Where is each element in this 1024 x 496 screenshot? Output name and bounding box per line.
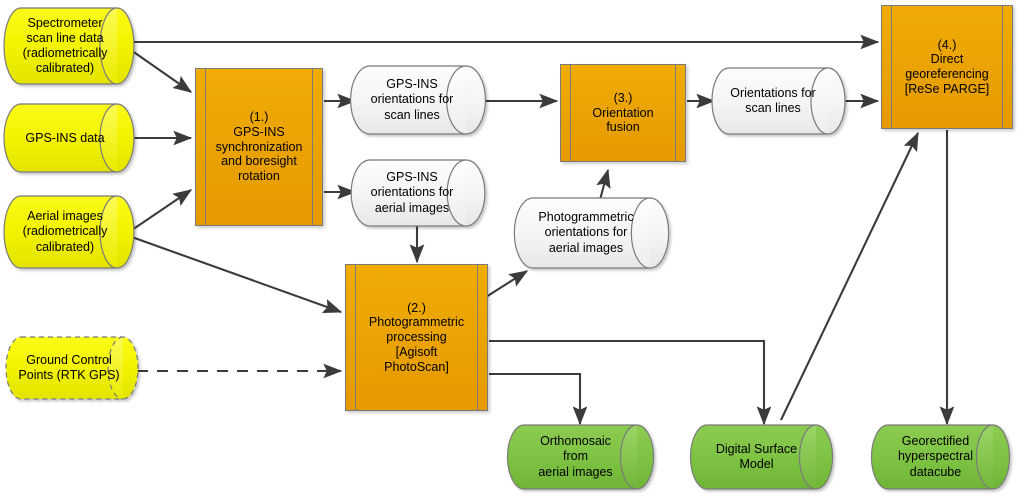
aerial-line-1: Aerial images xyxy=(27,209,103,224)
edge-aerial-to-step1 xyxy=(128,189,193,233)
node-orientations-scanlines[interactable] xyxy=(711,67,846,135)
aerial-line-2: (radiometrically xyxy=(22,224,108,239)
datacube-line-2: hyperspectral xyxy=(897,449,974,464)
label-ground-control-points: Ground Control Points (RTK GPS) xyxy=(14,337,124,399)
photogram-line-2: orientations for xyxy=(544,225,628,240)
step2-line-1: (2.) xyxy=(407,300,426,315)
gpsins-scanlines-line-2: orientations for xyxy=(370,92,454,107)
spectrometer-line-4: calibrated) xyxy=(35,61,95,76)
gpsins-aerial-line-2: orientations for xyxy=(370,185,454,200)
gpsins-scanlines-line-1: GPS-INS xyxy=(386,77,438,92)
edge-step2-to-photogram xyxy=(485,270,529,298)
dsm-line-1: Digital Surface xyxy=(715,441,798,456)
label-orthomosaic: Orthomosaic from aerial images xyxy=(517,425,634,489)
node-step3-orientation-fusion[interactable]: (3.) Orientation fusion xyxy=(560,64,686,162)
step1-line-4: and boresight xyxy=(221,154,297,169)
orthomosaic-line-3: aerial images xyxy=(538,464,613,479)
label-digital-surface-model: Digital Surface Model xyxy=(700,425,813,489)
step4-line-1: (4.) xyxy=(937,37,957,52)
node-orthomosaic[interactable] xyxy=(506,424,655,490)
node-georectified-datacube[interactable] xyxy=(870,424,1011,490)
node-photogrammetric-orientations[interactable] xyxy=(513,197,670,269)
gcp-line-1: Ground Control xyxy=(26,352,112,367)
step3-line-3: fusion xyxy=(606,120,640,135)
orthomosaic-line-1: Orthomosaic xyxy=(540,434,611,449)
label-georectified-datacube: Georectified hyperspectral datacube xyxy=(881,425,990,489)
node-step4-direct-georeferencing[interactable]: (4.) Direct georeferencing [ReSe PARGE] xyxy=(881,5,1013,129)
node-spectrometer[interactable] xyxy=(3,7,135,85)
gpsins-aerial-line-3: aerial images xyxy=(374,200,450,215)
label-gpsins-data: GPS-INS data xyxy=(12,104,118,172)
edge-step2-to-dsm xyxy=(489,339,772,426)
node-gpsins-data[interactable] xyxy=(3,103,135,173)
spectrometer-line-1: Spectrometer xyxy=(27,15,103,30)
gpsins-scanlines-line-3: scan lines xyxy=(384,107,440,122)
node-gpsins-orientations-scanlines[interactable] xyxy=(349,65,487,135)
edge-aerial-to-step2 xyxy=(128,235,343,313)
step1-line-5: rotation xyxy=(238,169,280,184)
step3-line-1: (3.) xyxy=(613,90,633,105)
aerial-line-3: calibrated) xyxy=(35,239,95,254)
step1-line-3: synchronization xyxy=(215,139,303,154)
node-gpsins-orientations-aerial[interactable] xyxy=(350,159,486,227)
datacube-line-3: datacube xyxy=(909,464,962,479)
edge-dsm-to-step4 xyxy=(780,131,919,421)
node-aerial-images[interactable] xyxy=(3,195,135,269)
step2-line-2: Photogrammetric xyxy=(368,315,465,330)
step4-line-3: georeferencing xyxy=(905,67,989,81)
step4-line-2: Direct xyxy=(930,52,964,67)
dsm-line-2: Model xyxy=(739,457,774,471)
step2-line-3: processing xyxy=(386,330,447,345)
photogram-line-3: aerial images xyxy=(548,240,624,255)
spectrometer-line-2: scan line data xyxy=(26,30,104,45)
spectrometer-line-3: (radiometrically xyxy=(22,46,108,60)
step4-line-4: [ReSe PARGE] xyxy=(904,81,990,96)
label-orientations-scanlines: Orientations for scan lines xyxy=(722,68,824,134)
datacube-line-1: Georectified xyxy=(901,434,970,449)
node-ground-control-points[interactable] xyxy=(5,336,139,400)
orient-scanlines-line-2: scan lines xyxy=(745,101,801,115)
node-digital-surface-model[interactable] xyxy=(689,424,834,490)
photogram-line-1: Photogrammetric xyxy=(538,210,634,225)
label-gpsins-orientations-aerial: GPS-INS orientations for aerial images xyxy=(362,160,462,226)
gcp-line-2: Points (RTK GPS) xyxy=(18,368,120,382)
label-gpsins-orientations-scanlines: GPS-INS orientations for scan lines xyxy=(362,66,462,134)
node-step1-gpsins-synchronization[interactable]: (1.) GPS-INS synchronization and boresig… xyxy=(195,68,323,226)
label-aerial-images: Aerial images (radiometrically calibrate… xyxy=(12,196,118,268)
label-spectrometer: Spectrometer scan line data (radiometric… xyxy=(12,8,118,84)
step1-line-2: GPS-INS xyxy=(233,124,285,139)
edge-spectrometer-to-step1 xyxy=(127,47,193,93)
step3-line-2: Orientation xyxy=(592,105,654,120)
edge-photogram-to-step3 xyxy=(595,168,611,212)
gpsins-data-line-1: GPS-INS data xyxy=(25,131,105,145)
orthomosaic-line-2: from xyxy=(563,449,588,464)
step2-line-5: PhotoScan] xyxy=(384,359,449,374)
step2-line-4: [Agisoft xyxy=(395,344,438,359)
node-step2-photogrammetric-processing[interactable]: (2.) Photogrammetric processing [Agisoft… xyxy=(345,264,488,411)
orient-scanlines-line-1: Orientations for xyxy=(730,85,816,100)
edge-step2-to-orthomosaic xyxy=(489,372,588,426)
label-photogrammetric-orientations: Photogrammetric orientations for aerial … xyxy=(525,198,647,268)
gpsins-aerial-line-1: GPS-INS xyxy=(386,170,438,185)
step1-line-1: (1.) xyxy=(249,110,269,125)
